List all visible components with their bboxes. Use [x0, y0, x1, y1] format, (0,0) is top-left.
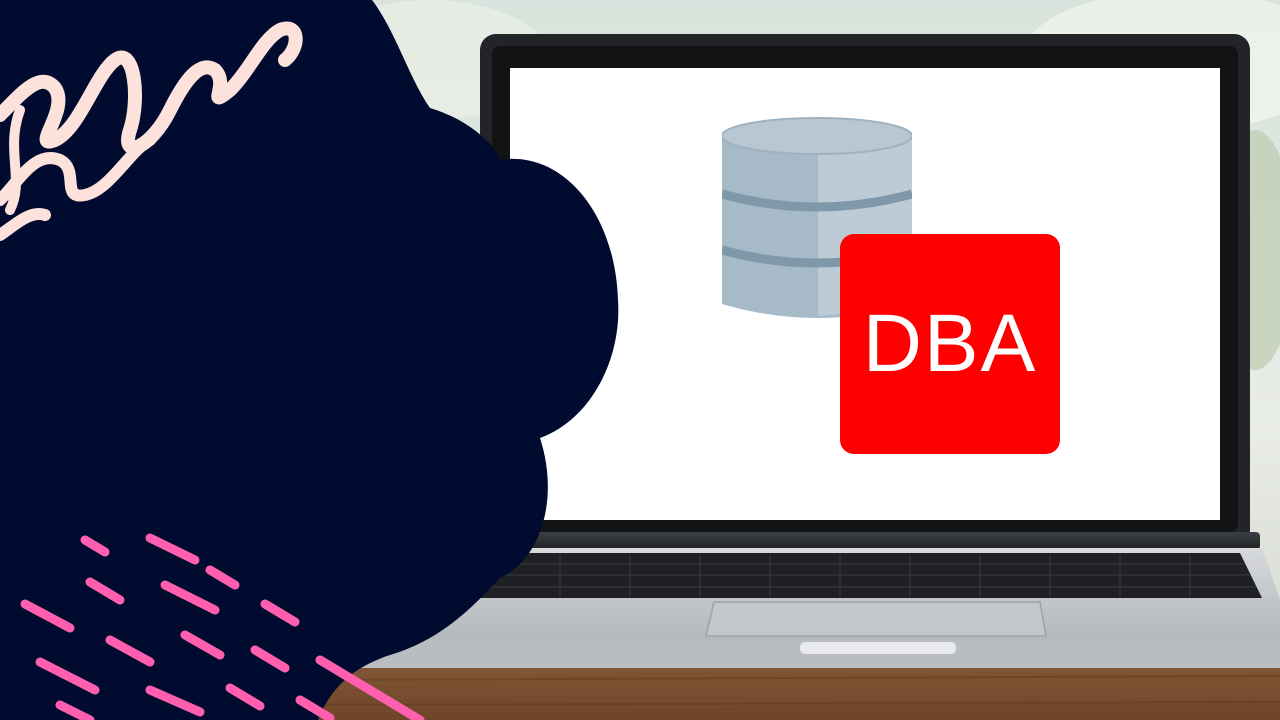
dba-label: DBA — [862, 298, 1038, 389]
laptop-screen: DBA — [510, 68, 1220, 520]
dark-blob-shape — [0, 0, 619, 720]
laptop-hinge — [470, 532, 1260, 550]
trackpad — [705, 601, 1047, 637]
scribble-bottom — [20, 533, 425, 720]
laptop-notch — [800, 642, 956, 654]
scribble-top — [0, 21, 303, 241]
dba-badge: DBA — [840, 234, 1060, 454]
keyboard-keys — [488, 555, 1256, 597]
